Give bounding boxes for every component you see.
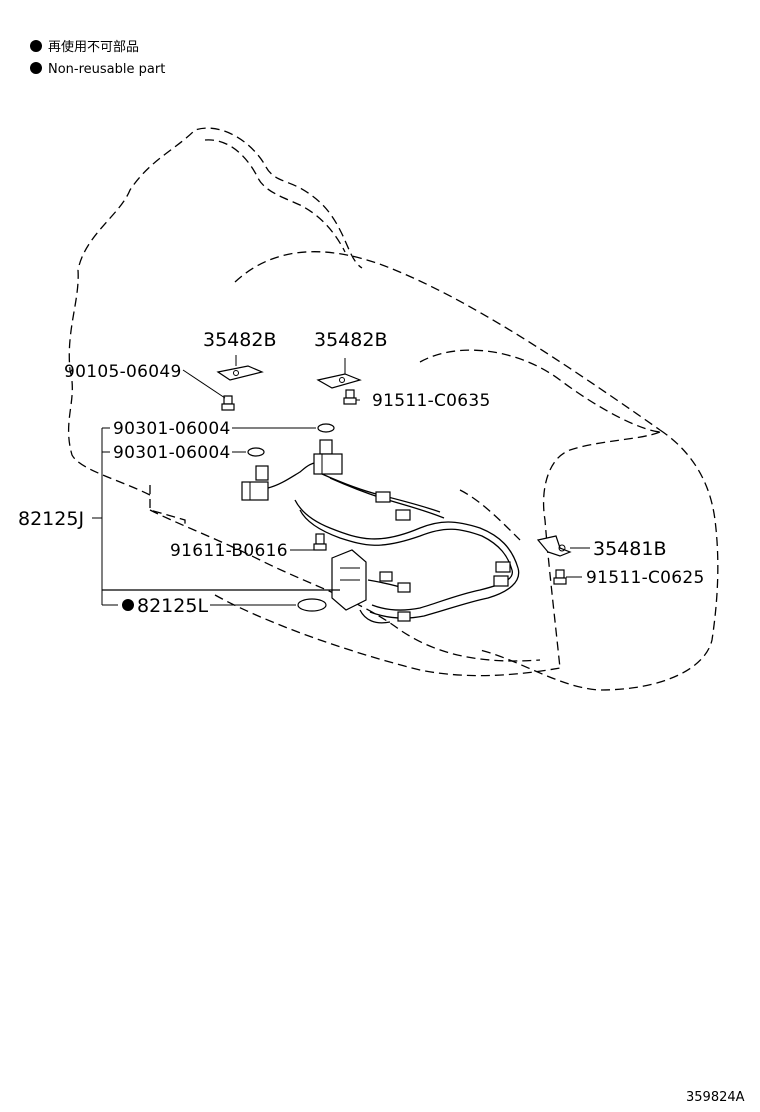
connector-icon [379, 571, 393, 582]
label-91511-c0625: 91511-C0625 [586, 568, 705, 588]
connector-icon [397, 611, 411, 622]
connector-icon [397, 582, 411, 593]
legend-bullet-icon [30, 40, 42, 52]
harness-connectors [375, 491, 511, 622]
solenoid-right [313, 439, 343, 475]
bolt-91511-c0635-icon [343, 389, 357, 405]
label-82125l: 82125L [137, 595, 208, 617]
label-90301-06004-b: 90301-06004 [113, 443, 231, 463]
figure-id: 359824A [686, 1090, 745, 1105]
legend-japanese: 再使用不可部品 [48, 39, 139, 55]
o-ring-icon [247, 447, 265, 457]
speed-sensor [331, 549, 367, 611]
bolt-90105-icon [221, 395, 235, 411]
label-82125j: 82125J [18, 508, 84, 530]
label-90105-06049: 90105-06049 [64, 362, 182, 382]
non-reusable-bullet-icon [122, 599, 134, 611]
connector-icon [375, 491, 391, 503]
connector-icon [493, 575, 509, 587]
wire-harness [267, 461, 520, 624]
label-35482b-right: 35482B [314, 329, 387, 351]
label-91611-b0616: 91611-B0616 [170, 541, 288, 561]
o-ring-icon [317, 423, 335, 433]
legend-bullet-icon [30, 62, 42, 74]
connector-icon [495, 561, 511, 573]
label-91511-c0635: 91511-C0635 [372, 391, 491, 411]
legend-english: Non-reusable part [48, 62, 165, 77]
solenoid-left [241, 465, 269, 501]
leader-lines [92, 369, 590, 606]
bracket-35482b-left [216, 355, 264, 381]
label-90301-06004-a: 90301-06004 [113, 419, 231, 439]
label-35482b-left: 35482B [203, 329, 276, 351]
label-35481b: 35481B [593, 538, 666, 560]
bracket-35481b [536, 535, 572, 557]
bracket-35482b-right [316, 358, 362, 389]
bolt-91611-icon [313, 533, 327, 551]
bolt-91511-c0625-icon [553, 569, 567, 585]
connector-icon [395, 509, 411, 521]
o-ring-82125l-icon [297, 598, 327, 612]
